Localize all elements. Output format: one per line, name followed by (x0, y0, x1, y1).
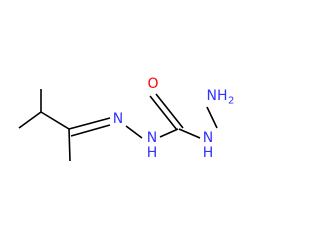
bond-nh-carbonyl-carbon (159, 128, 179, 138)
chemical-structure-diagram: N N H O N H NH 2 (18, 76, 234, 162)
bond-n-n-terminal (206, 106, 218, 129)
carbonyl-oxygen-label: O (147, 76, 158, 92)
bond-n-n (125, 125, 143, 139)
hydrazide-nitrogen-1-hydrogen-label: H (147, 145, 158, 161)
bond-carbonyl-carbon-nh (178, 128, 201, 139)
hydrazide-nitrogen-2-label: N (203, 130, 213, 146)
bond-cn-double-a (68, 117, 111, 130)
terminal-amine-label: NH (207, 88, 228, 104)
bond-methyl-bottom (68, 128, 71, 162)
bond-isopropyl-to-imine-carbon (40, 111, 70, 130)
bond-methyl-left (18, 111, 42, 129)
bond-co-double-a (149, 95, 178, 131)
imine-nitrogen-label: N (113, 111, 123, 127)
bond-co-double-b (155, 93, 184, 129)
hydrazide-nitrogen-2-hydrogen-label: H (203, 145, 214, 161)
hydrazide-nitrogen-1-label: N (147, 130, 157, 146)
terminal-amine-subscript: 2 (228, 96, 234, 107)
bond-cn-double-b (70, 124, 111, 137)
